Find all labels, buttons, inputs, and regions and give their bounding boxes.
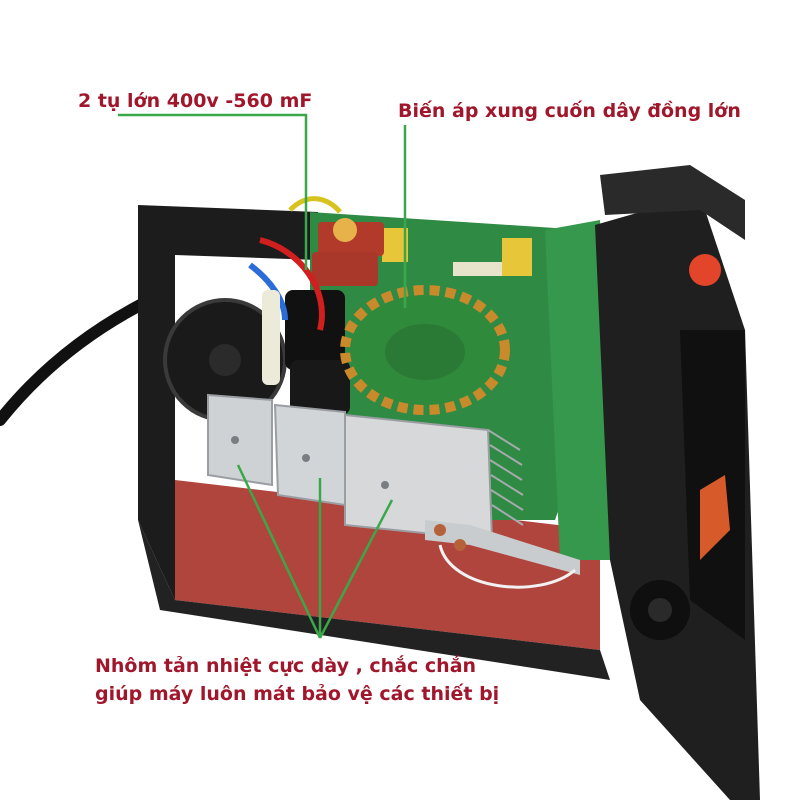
toroid-transformer-inner (385, 324, 465, 380)
capacitor-annotation: 2 tụ lớn 400v -560 mF (78, 90, 313, 112)
terminal-bolt-1 (434, 524, 446, 536)
terminal-bolt-2 (454, 539, 466, 551)
orange-control-knob (689, 254, 721, 286)
heatsink-fins (487, 429, 524, 526)
heatsink-annotation-line-2: giúp máy luôn mát bảo vệ các thiết bị (95, 683, 500, 705)
transformer-annotation: Biến áp xung cuốn dây đồng lớn (398, 100, 741, 122)
heatsink-screw-3 (381, 481, 389, 489)
heatsink-annotation-line-1: Nhôm tản nhiệt cực dày , chắc chắn (95, 655, 477, 677)
case-back-frame (138, 205, 318, 600)
wire-red (259, 237, 325, 331)
pointer-heatsink-right (318, 499, 394, 639)
fan-hub (209, 344, 241, 376)
pointer-heatsink-left (236, 464, 322, 639)
heatsink-middle (273, 403, 346, 507)
wire-white-loop (438, 544, 576, 589)
pointer-lines (118, 113, 407, 639)
case-bottom-rail (138, 520, 610, 680)
control-pcb (545, 220, 615, 560)
capacitor-badge (333, 218, 357, 242)
electrolytic-capacitor-2 (290, 360, 350, 415)
small-transformer-1 (382, 228, 408, 262)
heatsink-right (344, 413, 494, 542)
film-capacitor-2 (312, 252, 378, 286)
toroid-transformer-winding (340, 285, 510, 415)
output-socket-inner (648, 598, 672, 622)
heatsink-left (207, 393, 273, 487)
pointer-capacitors (118, 113, 308, 270)
small-transformer-2 (502, 238, 532, 276)
heatsink-screw-1 (231, 436, 239, 444)
power-cable (0, 294, 156, 426)
heatsink-screw-2 (302, 454, 310, 462)
orange-warning-tag (700, 475, 730, 560)
wire-sleeve-white (262, 290, 280, 385)
base-plate (175, 480, 600, 650)
output-bus-bar (425, 520, 580, 575)
carry-handle (600, 165, 745, 240)
electrolytic-capacitor-1 (285, 290, 345, 370)
wire-yellow (288, 196, 342, 214)
